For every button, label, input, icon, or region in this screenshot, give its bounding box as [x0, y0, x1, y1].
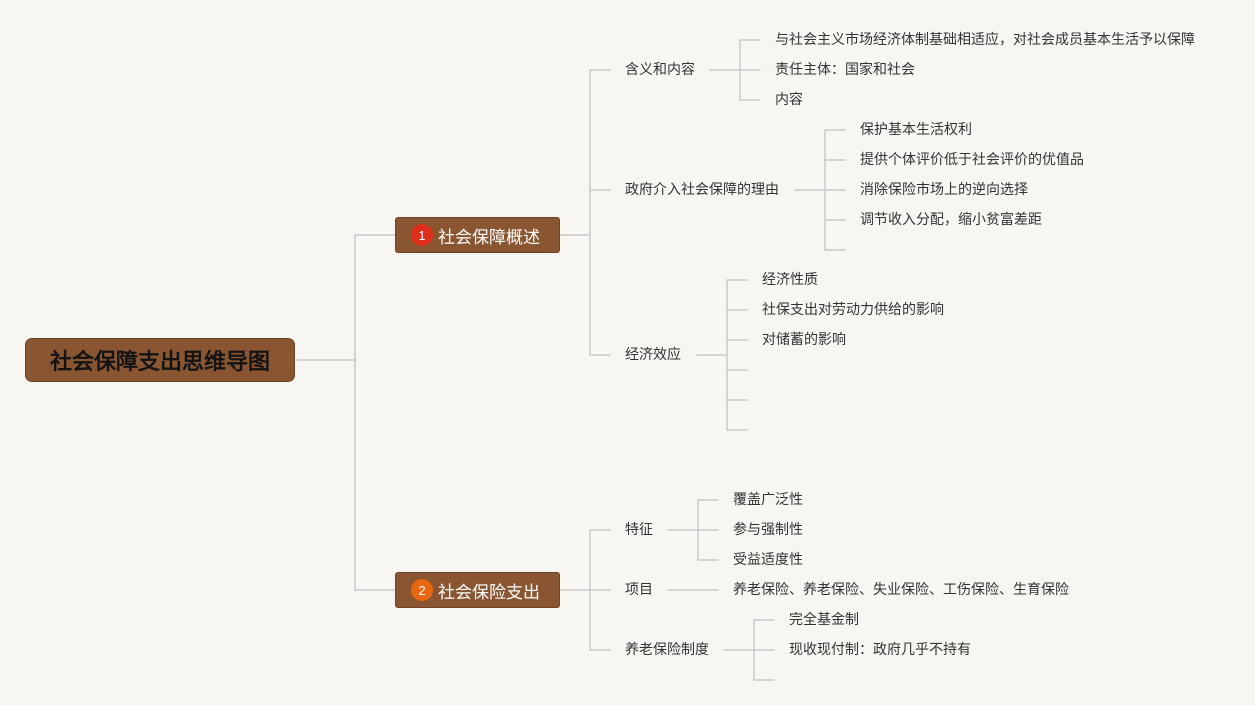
branch-features: 特征: [625, 522, 653, 538]
root-connectors: [294, 234, 396, 591]
branch-features-connectors: [667, 499, 719, 561]
topic-2-connectors: [559, 529, 611, 651]
leaf-content: 内容: [775, 92, 803, 108]
central-topic-label: 社会保障支出思维导图: [49, 350, 270, 375]
branch-government-intervention-reasons: 政府介入社会保障的理由: [625, 182, 779, 198]
branch-effects-connectors: [696, 279, 748, 431]
topic-2-number-badge-icon: 2: [411, 579, 433, 601]
branch-pension-system: 养老保险制度: [625, 642, 709, 658]
topic-1-connectors: [559, 69, 611, 356]
branch-items: 项目: [625, 582, 653, 598]
topic-2-node: 2 社会保险支出: [395, 572, 560, 608]
leaf-reason-income-distribution: 调节收入分配，缩小贫富差距: [860, 212, 1042, 228]
leaf-pay-as-you-go: 现收现付制：政府几乎不持有: [789, 642, 971, 658]
leaf-reason-merit-goods: 提供个体评价低于社会评价的优值品: [860, 152, 1084, 168]
topic-2-label: 社会保险支出: [438, 582, 540, 603]
leaf-savings-effect: 对储蓄的影响: [762, 332, 846, 348]
leaf-responsible-parties: 责任主体：国家和社会: [775, 62, 915, 78]
branch-pension-connectors: [723, 619, 775, 681]
leaf-definition: 与社会主义市场经济体制基础相适应，对社会成员基本生活予以保障: [775, 32, 1195, 48]
leaf-compulsory-participation: 参与强制性: [733, 522, 803, 538]
leaf-reason-protect-rights: 保护基本生活权利: [860, 122, 972, 138]
branch-meaning-and-content: 含义和内容: [625, 62, 695, 78]
branch-reasons-connectors: [794, 129, 846, 251]
branch-economic-effects: 经济效应: [625, 347, 681, 363]
topic-1-number-badge-icon: 1: [411, 224, 433, 246]
leaf-reason-adverse-selection: 消除保险市场上的逆向选择: [860, 182, 1028, 198]
leaf-fully-funded: 完全基金制: [789, 612, 859, 628]
leaf-broad-coverage: 覆盖广泛性: [733, 492, 803, 508]
leaf-insurance-types: 养老保险、养老保险、失业保险、工伤保险、生育保险: [733, 582, 1069, 598]
topic-1-node: 1 社会保障概述: [395, 217, 560, 253]
topic-1-label: 社会保障概述: [438, 227, 540, 248]
branch-meaning-connectors: [709, 39, 761, 101]
leaf-labor-supply-effect: 社保支出对劳动力供给的影响: [762, 302, 944, 318]
central-topic: 社会保障支出思维导图: [25, 338, 295, 382]
leaf-economic-nature: 经济性质: [762, 272, 818, 288]
leaf-moderate-benefits: 受益适度性: [733, 552, 803, 568]
